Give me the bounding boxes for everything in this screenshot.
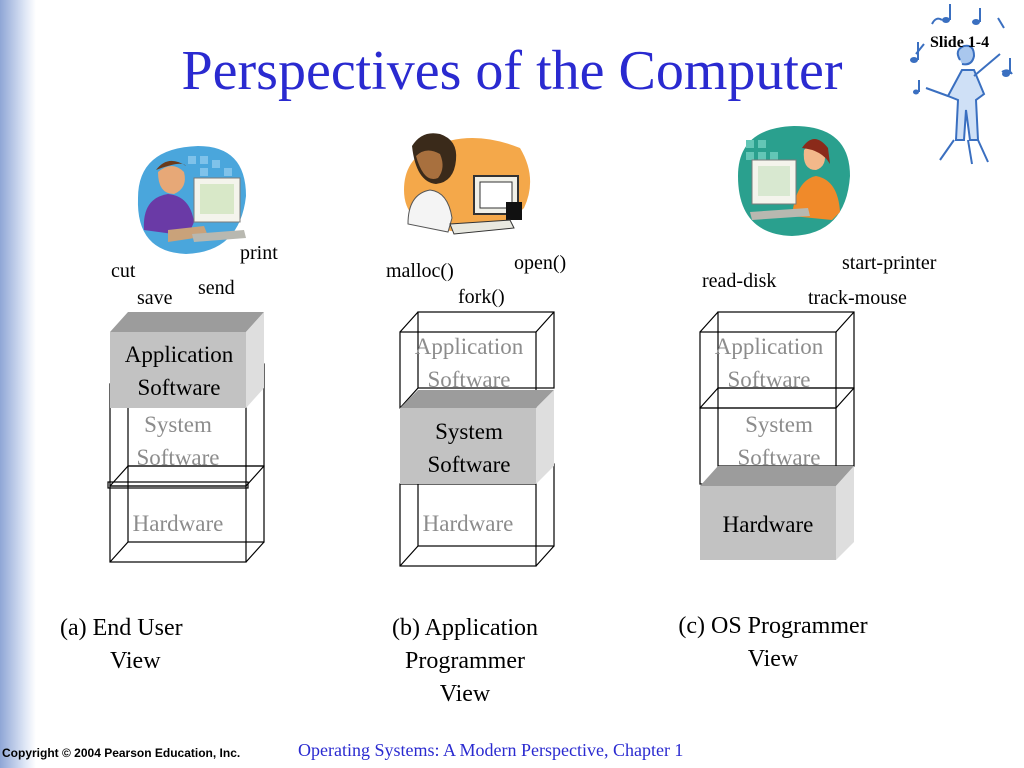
caption-end-user-line-1: (a) End User: [60, 615, 183, 641]
caption-end-user-line-2: View: [110, 648, 161, 674]
application-programmer-clipart: [404, 133, 531, 235]
layer-stack-end-user: [107, 312, 265, 563]
term-read-disk: read-disk: [702, 270, 777, 292]
sidebar-gradient: [0, 0, 36, 768]
layer-c-hardware: Hardware: [722, 512, 814, 537]
slide-title: Perspectives of the Computer: [181, 40, 843, 102]
caption-application-programmer: (b) Application Programmer View: [365, 612, 565, 711]
term-print: print: [240, 242, 278, 264]
layer-a-application: Application Software: [124, 342, 234, 400]
term-save: save: [137, 287, 173, 309]
term-start-printer: start-printer: [842, 252, 937, 274]
slide-number: Slide 1-4: [930, 34, 990, 51]
caption-os-programmer: (c) OS Programmer View: [655, 610, 891, 676]
layer-stack-os-programmer: [699, 311, 855, 560]
caption-os-line-1: (c) OS Programmer: [678, 613, 868, 639]
layer-b-hardware: Hardware: [422, 511, 514, 536]
layer-a-hardware: Hardware: [132, 511, 224, 536]
caption-os-line-2: View: [747, 646, 799, 672]
term-cut: cut: [111, 260, 136, 282]
layer-c-application: Application Software: [714, 334, 824, 392]
term-fork: fork(): [458, 286, 505, 308]
term-malloc: malloc(): [386, 260, 454, 282]
os-programmer-clipart: [738, 126, 850, 236]
caption-app-line-1: (b) Application: [392, 615, 538, 641]
music-conductor-clipart: [910, 4, 1013, 165]
end-user-at-computer-clipart: [137, 146, 246, 254]
layer-b-system: System Software: [427, 419, 511, 477]
footer-book-title: Operating Systems: A Modern Perspective,…: [298, 740, 684, 760]
caption-app-line-2: Programmer: [405, 648, 525, 674]
caption-end-user: (a) End User View: [60, 612, 183, 678]
layer-stack-application-programmer: [399, 311, 555, 567]
caption-app-line-3: View: [439, 681, 491, 707]
footer-copyright: Copyright © 2004 Pearson Education, Inc.: [2, 746, 241, 760]
layer-b-application: Application Software: [414, 334, 524, 392]
layer-c-system: System Software: [737, 412, 821, 470]
layer-a-system: System Software: [136, 412, 220, 470]
term-open: open(): [514, 252, 567, 274]
term-track-mouse: track-mouse: [808, 287, 907, 309]
term-send: send: [198, 277, 235, 299]
